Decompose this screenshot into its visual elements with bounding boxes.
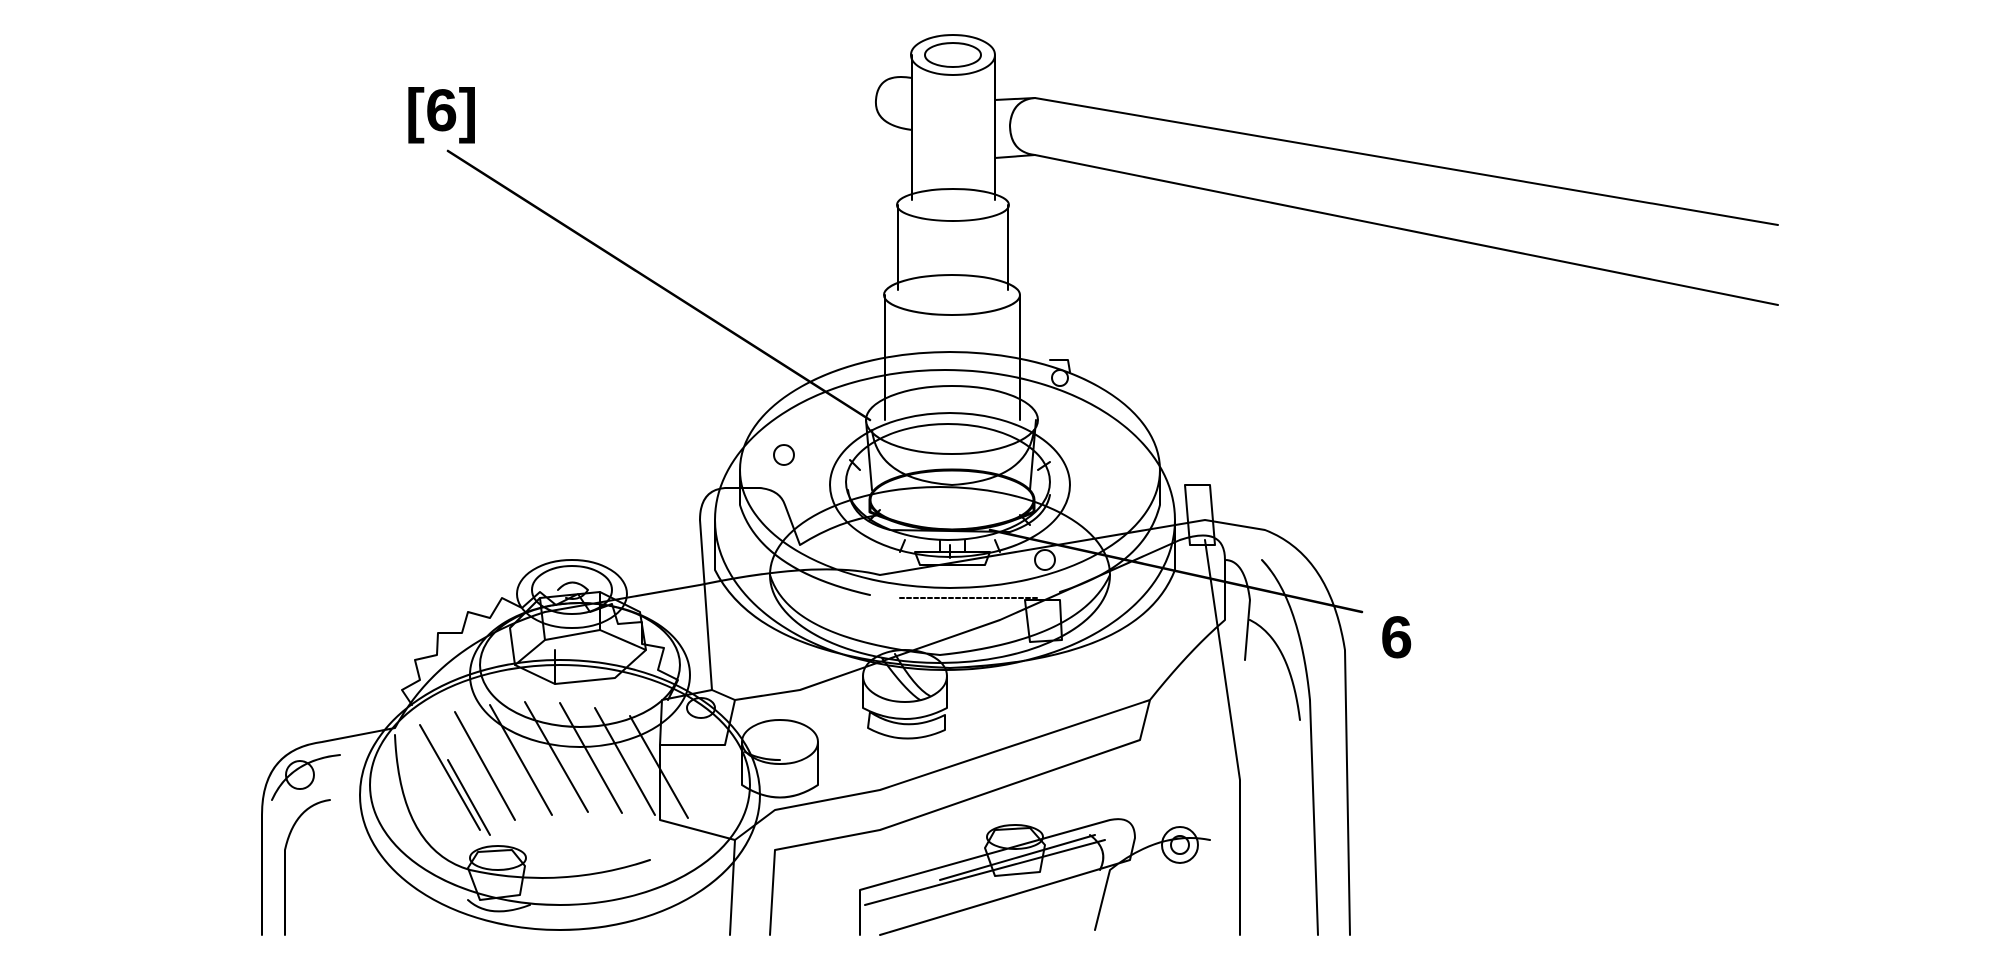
t-handle-bar: [874, 76, 1779, 306]
locating-pin: [741, 719, 819, 799]
callout-label-part: 6: [1380, 604, 1413, 671]
leader-line-part: [988, 528, 1364, 614]
shift-lever: [859, 818, 1136, 936]
housing-bolt-right: [984, 824, 1046, 877]
gear-hub-nut: [469, 559, 691, 748]
gearbox-housing: [261, 519, 1351, 936]
callout-tool: [6]: [405, 77, 872, 422]
callout-part: 6: [988, 528, 1413, 671]
support-bracket: [659, 484, 1251, 936]
sleeve-tool: [865, 34, 1039, 532]
callout-label-tool: [6]: [405, 77, 478, 144]
housing-bolt-left: [467, 845, 531, 913]
lock-washer: [829, 412, 1071, 566]
leader-line-tool: [446, 149, 872, 422]
helical-gear: [359, 591, 761, 931]
flange-carrier: [714, 351, 1176, 671]
